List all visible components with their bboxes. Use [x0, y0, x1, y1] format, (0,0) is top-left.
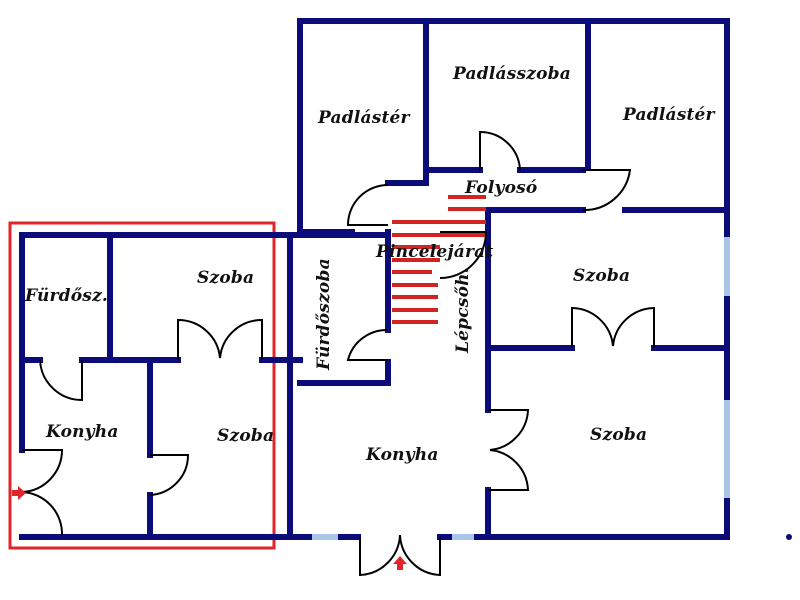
room-label-szoba-left-top: Szoba: [197, 268, 255, 288]
main-walls: [19, 207, 730, 540]
room-label-konyha-left: Konyha: [46, 422, 119, 442]
door-swing: [479, 130, 521, 171]
room-label-furdosz-left: Fürdősz.: [25, 286, 109, 306]
door-swing: [149, 454, 190, 496]
door-swing: [39, 359, 83, 402]
room-label-lepcsohaz: Lépcsőh.: [453, 267, 473, 353]
room-label-szoba-lower-right: Szoba: [590, 425, 648, 445]
door-swing: [21, 449, 64, 536]
entrance-arrow-icon: [12, 486, 26, 500]
marker-dot: [786, 534, 792, 540]
entrance-arrow-icon: [393, 556, 407, 570]
room-label-padlasszoba: Padlásszoba: [453, 64, 571, 84]
door-swing: [346, 328, 389, 361]
windows: [312, 237, 730, 540]
attic-walls: [297, 18, 730, 235]
room-label-furdoszoba: Fürdőszoba: [314, 258, 334, 370]
room-label-konyha-center: Konyha: [366, 445, 439, 465]
highlighted-unit-outline: [8, 221, 276, 550]
entrance-arrows: [12, 486, 407, 570]
door-swing: [571, 306, 655, 348]
room-label-padlaster-right: Padlástér: [623, 105, 715, 125]
doors: [21, 130, 655, 577]
door-swing: [488, 409, 530, 491]
door-swing: [359, 534, 441, 577]
room-label-padlaster-left: Padlástér: [318, 108, 410, 128]
door-swing: [346, 184, 389, 226]
door-swing: [582, 169, 632, 212]
room-label-folyoso: Folyosó: [465, 178, 538, 198]
door-swing: [177, 318, 263, 360]
door-swing: [439, 231, 488, 279]
room-label-szoba-left-bottom: Szoba: [217, 426, 275, 446]
room-label-szoba-upper-right: Szoba: [573, 266, 631, 286]
staircase: [392, 195, 486, 324]
room-label-pincelejarat: Pincelejárat: [376, 242, 494, 262]
